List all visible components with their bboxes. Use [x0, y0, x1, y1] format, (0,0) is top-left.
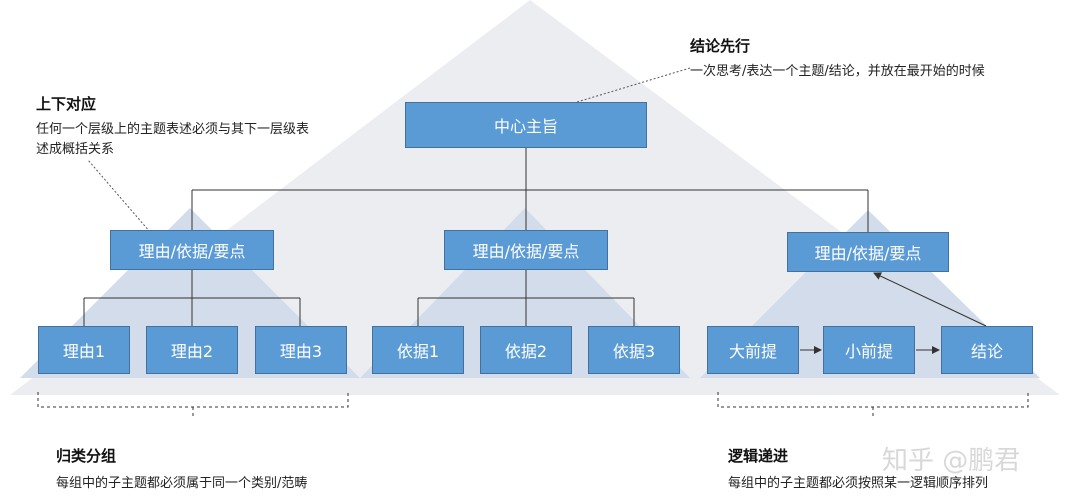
leaf-node-reason-2: 理由2: [146, 326, 238, 374]
group-3-node: 理由/依据/要点: [787, 232, 949, 272]
leaf-node-reason-3: 理由3: [255, 326, 347, 374]
leaf-node-evidence-3: 依据3: [588, 326, 680, 374]
logic-arrows: [800, 272, 987, 354]
leaf-node-reason-1: 理由1: [38, 326, 130, 374]
leaf-node-evidence-2: 依据2: [480, 326, 572, 374]
group-braces: [37, 392, 1029, 419]
leaf-node-evidence-1: 依据1: [372, 326, 464, 374]
annotation-conclusion-first-desc: 一次思考/表达一个主题/结论，并放在最开始的时候: [690, 64, 985, 79]
group-2-node: 理由/依据/要点: [444, 230, 608, 270]
tree-connectors: [83, 147, 869, 326]
leaf-node-minor-premise: 小前提: [823, 326, 915, 374]
watermark: 知乎 @鹏君: [882, 446, 1021, 476]
leaf-node-major-premise: 大前提: [707, 326, 799, 374]
root-node: 中心主旨: [405, 102, 647, 148]
annotation-top-down-desc-line-1: 任何一个层级上的主题表述必须与其下一层级表: [36, 122, 310, 137]
annotation-logic-desc: 每组中的子主题都必须按照某一逻辑顺序排列: [728, 476, 989, 491]
annotation-logic-title: 逻辑递进: [728, 447, 789, 465]
annotation-top-down-title: 上下对应: [36, 95, 97, 113]
group-1-node: 理由/依据/要点: [110, 230, 274, 270]
annotation-grouping-title: 归类分组: [56, 447, 117, 465]
annotation-conclusion-first-title: 结论先行: [690, 37, 751, 55]
leaf-node-conclusion: 结论: [941, 326, 1033, 374]
annotation-grouping-desc: 每组中的子主题都必须属于同一个类别/范畴: [56, 476, 308, 491]
annotation-top-down-desc-line-2: 述成概括关系: [36, 142, 115, 157]
